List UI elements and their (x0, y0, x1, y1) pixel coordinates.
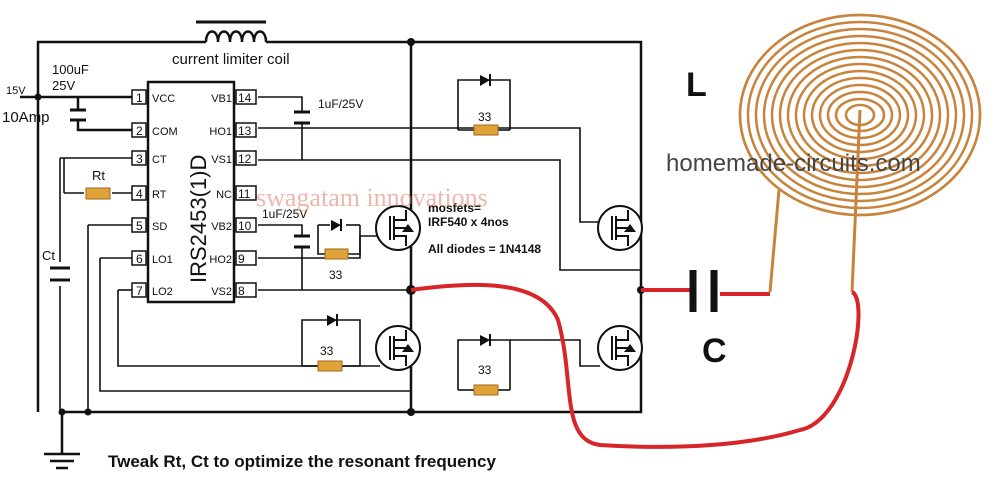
ic-pin-number: 14 (238, 91, 252, 105)
ic-pin-name: LO2 (152, 286, 173, 298)
ic-pin-name: HO2 (209, 254, 232, 266)
ic-pin-name: VCC (152, 93, 175, 105)
diode-note: All diodes = 1N4148 (428, 242, 541, 256)
current-limiter-coil (196, 20, 272, 44)
mosfet-q2 (375, 205, 421, 251)
ic-pin-box (235, 250, 257, 266)
ic-left-pins: 1 VCC 2 COM 3 CT 4 RT 5 SD 6 LO1 7 LO2 (131, 89, 178, 298)
ic-pin-name: RT (152, 189, 167, 201)
cap-main-voltage: 25V (52, 78, 75, 93)
cap-main-value: 100uF (52, 62, 89, 77)
ic-pin-box (235, 122, 257, 138)
cap-vb2-label: 1uF/25V (262, 207, 307, 221)
ic-pin-number: 4 (136, 187, 143, 201)
ic-pin-box (235, 89, 257, 105)
bootstrap-cap-1 (294, 110, 310, 125)
ic-pin-box (235, 217, 257, 233)
ic-pin-box (131, 89, 147, 105)
ic-pin-number: 1 (136, 91, 143, 105)
gate-resistor-1 (473, 124, 499, 136)
ic-pin-number: 12 (238, 152, 252, 166)
ic-chip: IRS2453(1)D (146, 80, 236, 304)
ic-pin-number: 6 (136, 252, 143, 266)
diode-icon (480, 335, 490, 346)
ic-pin-name: VS2 (211, 286, 232, 298)
supply-capacitor (70, 97, 132, 132)
resistor-rt (85, 187, 111, 200)
work-coil (738, 13, 982, 293)
rt-label: Rt (92, 168, 105, 183)
gate-net-q3 (301, 319, 361, 367)
bootstrap-cap-2 (294, 234, 310, 249)
gate-r2-label: 33 (329, 268, 343, 282)
ic-pin-name: NC (216, 189, 232, 201)
resonant-capacitor (689, 270, 718, 312)
ic-pin-name: VB1 (211, 93, 232, 105)
diode-icon (331, 220, 341, 231)
mosfet-q4 (597, 325, 643, 371)
ic-pin-box (235, 185, 257, 201)
ic-pin-number: 3 (136, 152, 143, 166)
gate-r4-label: 33 (478, 363, 492, 377)
ic-pin-number: 5 (136, 219, 143, 233)
caption: Tweak Rt, Ct to optimize the resonant fr… (108, 452, 496, 471)
mosfet-q1 (597, 205, 643, 251)
gate-resistor-3 (317, 360, 343, 372)
ic-pin-name: VS1 (211, 154, 232, 166)
capacitor-ct (50, 266, 70, 282)
ic-pin-number: 9 (238, 252, 245, 266)
ic-pin-box (131, 122, 147, 138)
gate-r1-label: 33 (478, 110, 492, 124)
ic-pin-number: 2 (136, 124, 143, 138)
ground-icon (44, 452, 80, 470)
capacitor-label: C (702, 332, 727, 370)
ic-right-pins: 14 VB1 13 HO1 12 VS1 11 NC 10 VB2 9 HO2 8 VS2 (209, 89, 257, 298)
supply-current: 10Amp (2, 109, 50, 126)
ic-pin-box (235, 282, 257, 298)
mosfet-q3 (375, 325, 421, 371)
ic-name: IRS2453(1)D (186, 155, 211, 283)
site-watermark: homemade-circuits.com (666, 150, 921, 177)
ic-pin-number: 7 (136, 284, 143, 298)
ic-pin-name: HO1 (209, 126, 232, 138)
ic-pin-name: CT (152, 154, 167, 166)
diode-icon (327, 315, 337, 326)
ic-pin-number: 13 (238, 124, 252, 138)
ic-pin-number: 11 (238, 187, 251, 201)
mosfet-part: IRF540 x 4nos (428, 215, 509, 229)
ic-pin-name: VB2 (211, 221, 232, 233)
ic-pin-box (235, 150, 257, 166)
gate-net-q2 (317, 224, 361, 255)
ic-pin-name: COM (152, 126, 178, 138)
left-pin-wires (59, 157, 411, 412)
red-output-wires (410, 282, 861, 449)
gate-resistor-2 (324, 248, 349, 260)
ic-pin-name: SD (152, 221, 167, 233)
diode-icon (480, 75, 490, 86)
supply-voltage: 15V (6, 85, 26, 97)
ic-pin-number: 10 (238, 219, 252, 233)
mosfet-note: mosfets= (428, 201, 481, 215)
watermark: swagatam innovations (256, 183, 488, 212)
gate-r3-label: 33 (320, 344, 334, 358)
ic-pin-number: 8 (238, 284, 245, 298)
ct-label: Ct (42, 248, 55, 263)
cap-vb1-label: 1uF/25V (318, 97, 363, 111)
ic-pin-name: LO1 (152, 254, 173, 266)
inductor-label: L (686, 66, 707, 104)
gate-resistor-4 (473, 384, 499, 396)
coil-label: current limiter coil (172, 51, 290, 68)
